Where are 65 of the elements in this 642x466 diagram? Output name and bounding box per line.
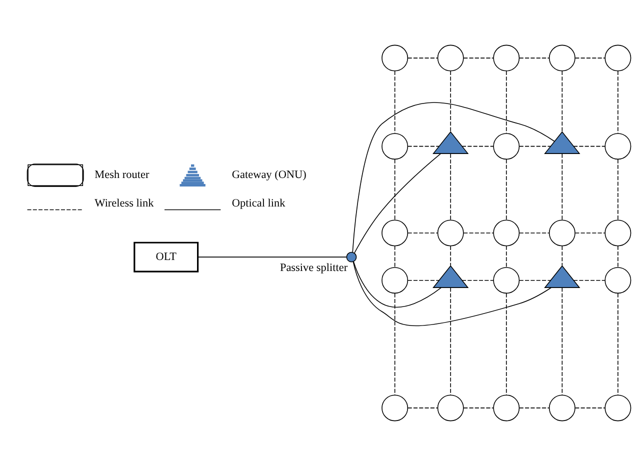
node-circle [382, 44, 408, 72]
legend-label: Optical link [232, 198, 286, 210]
connector [352, 261, 552, 326]
node-circle [548, 394, 576, 422]
node-circle [382, 267, 408, 294]
connector [562, 246, 563, 266]
connector [354, 153, 442, 254]
connector [394, 158, 396, 221]
node-circle [493, 44, 520, 72]
node-circle [604, 133, 632, 160]
node-circle [493, 394, 520, 422]
connector [573, 280, 606, 281]
node-circle [548, 44, 576, 72]
node-box: OLT [134, 242, 199, 272]
connector [462, 280, 494, 281]
connector [450, 287, 451, 396]
connector [408, 146, 440, 147]
connector [463, 232, 494, 234]
node-circle [604, 267, 632, 294]
node-circle [548, 220, 576, 246]
node-circle [437, 394, 464, 422]
connector [519, 146, 551, 147]
connector [450, 70, 451, 132]
connector [562, 70, 563, 132]
node-circle [604, 394, 632, 422]
connector [450, 246, 451, 266]
node-circle [382, 220, 408, 246]
node-circle [604, 220, 632, 246]
node-circle [382, 394, 408, 422]
connector [352, 102, 555, 253]
connector [408, 280, 440, 281]
node-label: Passive splitter [280, 262, 348, 274]
node-circle [493, 267, 520, 294]
connector [519, 232, 550, 234]
node-triangle [432, 265, 469, 288]
legend-label: Wireless link [94, 198, 154, 210]
connector [394, 246, 396, 268]
legend-label: Gateway (ONU) [232, 169, 306, 182]
connector [506, 246, 507, 268]
connector [574, 232, 606, 234]
connector [450, 153, 451, 221]
connector [394, 70, 396, 134]
node-triangle [544, 265, 580, 288]
node-circle [346, 252, 357, 262]
connector [197, 256, 347, 258]
connector [462, 146, 494, 147]
connector [408, 232, 438, 234]
node-circle [604, 44, 632, 72]
node-triangle [544, 131, 580, 154]
node-triangle [432, 131, 469, 154]
connector [394, 292, 396, 396]
node-circle [493, 220, 520, 246]
node-circle [382, 133, 408, 160]
connector [519, 280, 551, 281]
node-circle [493, 133, 520, 160]
node-circle [437, 44, 464, 72]
connector [562, 153, 563, 221]
legend-label: Mesh router [94, 169, 150, 182]
connector [506, 70, 507, 134]
node-circle [437, 220, 464, 246]
connector [506, 158, 507, 221]
connector [506, 292, 507, 396]
connector [573, 146, 606, 147]
connector [353, 261, 442, 308]
connector [562, 287, 563, 396]
